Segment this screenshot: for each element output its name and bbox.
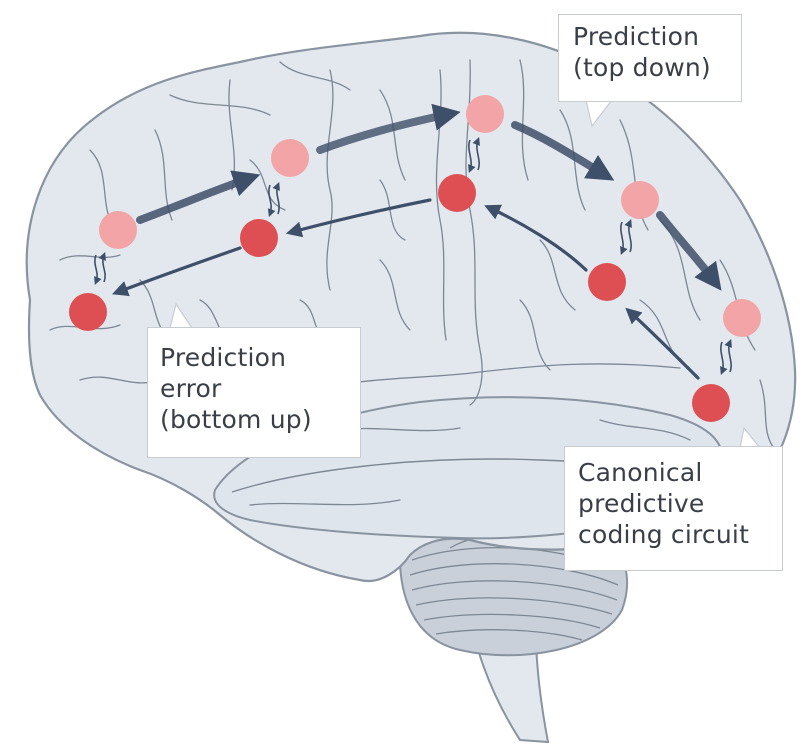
callout-line: predictive bbox=[578, 488, 782, 519]
prediction-node bbox=[271, 139, 309, 177]
error-node bbox=[588, 263, 626, 301]
callout-line: coding circuit bbox=[578, 519, 782, 550]
callout-line: Prediction bbox=[160, 342, 360, 373]
prediction-node bbox=[723, 299, 761, 337]
callout-line: Prediction bbox=[573, 21, 741, 52]
callout-line: (top down) bbox=[573, 52, 741, 83]
callout-canonical-circuit: Canonical predictive coding circuit bbox=[564, 446, 783, 571]
callout-line: error bbox=[160, 373, 360, 404]
prediction-node bbox=[99, 211, 137, 249]
callout-line: Canonical bbox=[578, 457, 782, 488]
callout-prediction-error-bottom-up: Prediction error (bottom up) bbox=[147, 327, 361, 458]
error-node bbox=[240, 219, 278, 257]
prediction-node bbox=[621, 181, 659, 219]
callout-prediction-top-down: Prediction (top down) bbox=[558, 14, 742, 102]
error-node bbox=[438, 174, 476, 212]
error-node bbox=[692, 384, 730, 422]
error-node bbox=[69, 293, 107, 331]
prediction-node bbox=[466, 95, 504, 133]
callout-line: (bottom up) bbox=[160, 404, 360, 435]
